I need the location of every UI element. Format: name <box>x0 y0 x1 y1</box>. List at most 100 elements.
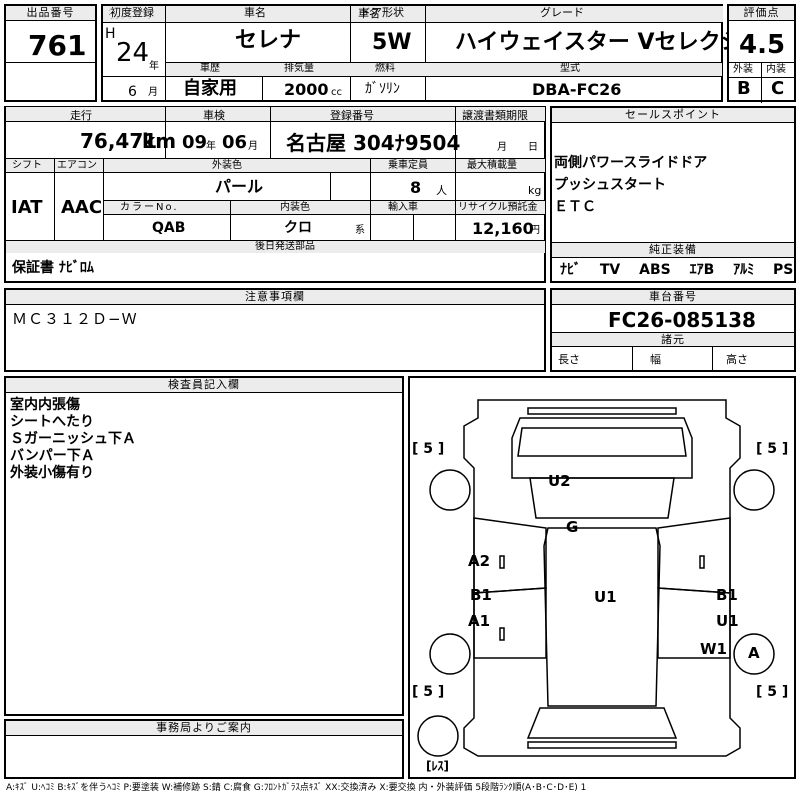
mark-right-door-rear-b: B1 <box>716 586 738 604</box>
mark-right-door-rear-u: U1 <box>716 612 739 630</box>
interior-label: 内装色 <box>280 202 310 213</box>
ext-label: 外装 <box>733 64 753 75</box>
recycle-label: リサイクル預託金 <box>458 202 538 213</box>
capacity-label: 乗車定員 <box>388 160 428 171</box>
mark-roof: U2 <box>548 472 571 490</box>
width-label: 幅 <box>650 353 661 366</box>
front-hood <box>511 417 693 479</box>
inspection-month-unit: 月 <box>248 141 258 152</box>
year-unit: 年 <box>149 61 159 72</box>
capacity: 8 <box>410 178 422 197</box>
inspection-label: 車検 <box>203 109 225 122</box>
inspector-line-5: 外装小傷有り <box>10 465 94 481</box>
color: パール <box>215 177 264 196</box>
later-parts-label: 後日発送部品 <box>255 241 315 252</box>
era-mark: H <box>105 26 116 42</box>
inspector-line-4: バンパー下Ａ <box>10 448 95 464</box>
equip-tv: TV <box>599 262 621 278</box>
transfer-day-unit: 日 <box>528 142 538 153</box>
height-label: 高さ <box>726 353 748 366</box>
car-name: セレナ <box>235 28 302 53</box>
import-label: 輸入車 <box>388 202 418 213</box>
wheel-rear-left <box>429 633 471 675</box>
right-door-rear <box>657 587 731 659</box>
displacement-label: 排気量 <box>284 63 314 74</box>
notes-text: ＭＣ３１２Ｄ−Ｗ <box>12 310 138 328</box>
int-grade: C <box>771 78 785 99</box>
equip-airbag: ｴｱB <box>689 262 715 278</box>
inspector-line-1: 室内内張傷 <box>10 397 80 413</box>
notes-box: 注意事項欄 ＭＣ３１２Ｄ−Ｗ <box>4 288 546 372</box>
wheel-front-left <box>429 469 471 511</box>
right-handle-1 <box>699 555 705 569</box>
tire-rear-left: [ 5 ] <box>412 684 445 700</box>
vehicle-info-box: 初度登録 車名 <box>101 4 723 102</box>
plate-number: 名古屋 304ﾅ9504 <box>286 131 461 155</box>
ac-label: エアコン <box>57 160 97 171</box>
tire-rear-right: [ 5 ] <box>756 684 789 700</box>
interior-unit: 系 <box>355 225 365 236</box>
tire-front-left: [ 5 ] <box>412 441 445 457</box>
recycle-fee: 12,160 <box>472 219 534 238</box>
later-parts: 保証書 ﾅﾋﾞﾛﾑ <box>12 260 94 276</box>
month-unit: 月 <box>148 87 158 98</box>
length-label: 長さ <box>558 353 580 366</box>
displacement-unit: cc <box>331 87 342 98</box>
door-label: ドア形状 <box>360 6 404 19</box>
office-box: 事務局よりご案内 <box>4 719 404 779</box>
spare-tire: [ﾚｽ] <box>426 759 449 773</box>
plate-label: 登録番号 <box>330 109 374 122</box>
wheel-rear-right <box>733 633 775 675</box>
legend: A:ｷｽﾞ U:ﾍｺﾐ B:ｷｽﾞを伴うﾍｺﾐ P:要塗装 W:補修跡 S:錆 … <box>6 783 587 793</box>
name-label: 車名 <box>358 7 380 20</box>
tire-front-right: [ 5 ] <box>756 441 789 457</box>
fuel: ｶﾞｿﾘﾝ <box>365 81 400 97</box>
spare-wheel <box>417 715 459 757</box>
chassis-number: FC26-085138 <box>608 308 756 332</box>
shift-label: シフト <box>12 160 42 171</box>
score-box: 評価点 4.5 外装 内装 B C <box>727 4 796 103</box>
mark-left-door-rear-a: A1 <box>468 612 491 630</box>
rear-bumper <box>527 741 677 749</box>
mark-left-door-rear-b: B1 <box>470 586 492 604</box>
history-label: 車歴 <box>200 63 220 74</box>
grade-label: グレード <box>540 6 584 19</box>
transfer-label: 譲渡書類期限 <box>462 109 528 122</box>
inspector-label: 検査員記入欄 <box>6 378 402 393</box>
lot-box: 出品番号 761 <box>4 4 97 102</box>
mark-glass: G <box>566 518 579 536</box>
fuel-label: 燃料 <box>375 63 395 74</box>
lot-number: 761 <box>28 29 87 62</box>
model: DBA-FC26 <box>532 80 622 99</box>
right-door-front <box>657 517 731 594</box>
recycle-unit: 円 <box>530 225 540 236</box>
chassis-box: 車台番号 FC26-085138 諸元 長さ 幅 高さ <box>550 288 796 372</box>
sales-line-3: ＥＴＣ <box>554 199 596 215</box>
score: 4.5 <box>739 30 786 60</box>
cabin-center <box>543 527 661 707</box>
inspection-year: 09 <box>182 132 208 153</box>
sales-line-1: 両側パワースライドドア <box>554 155 708 171</box>
sales-line-2: プッシュスタート <box>554 177 666 193</box>
office-label: 事務局よりご案内 <box>6 721 402 736</box>
car-diagram-svg <box>417 399 775 757</box>
capacity-unit: 人 <box>436 184 447 197</box>
int-label: 内装 <box>766 64 786 75</box>
equip-alloy: ｱﾙﾐ <box>733 262 755 278</box>
notes-label: 注意事項欄 <box>6 290 544 305</box>
door-type: 5W <box>372 30 412 55</box>
inspection-month: 06 <box>222 132 248 153</box>
roof-panel <box>529 477 675 519</box>
interior-color: クロ <box>284 220 312 236</box>
equip-ps: PS <box>773 262 794 278</box>
mark-left-door-front: A2 <box>468 552 491 570</box>
damage-diagram: [ 5 ] [ 5 ] [ 5 ] [ 5 ] [ﾚｽ] U2 G A2 B1 … <box>408 376 796 779</box>
left-handle-2 <box>499 627 505 641</box>
shift: IAT <box>11 197 43 218</box>
mileage-label: 走行 <box>70 109 92 122</box>
equipment-label: 純正装備 <box>552 243 794 258</box>
color-label: 外装色 <box>212 160 242 171</box>
equipment-list: ﾅﾋﾞ TV ABS ｴｱB ｱﾙﾐ PS PW <box>560 263 800 277</box>
wheel-front-right <box>733 469 775 511</box>
sales-point-label: セールスポイント <box>552 108 794 123</box>
